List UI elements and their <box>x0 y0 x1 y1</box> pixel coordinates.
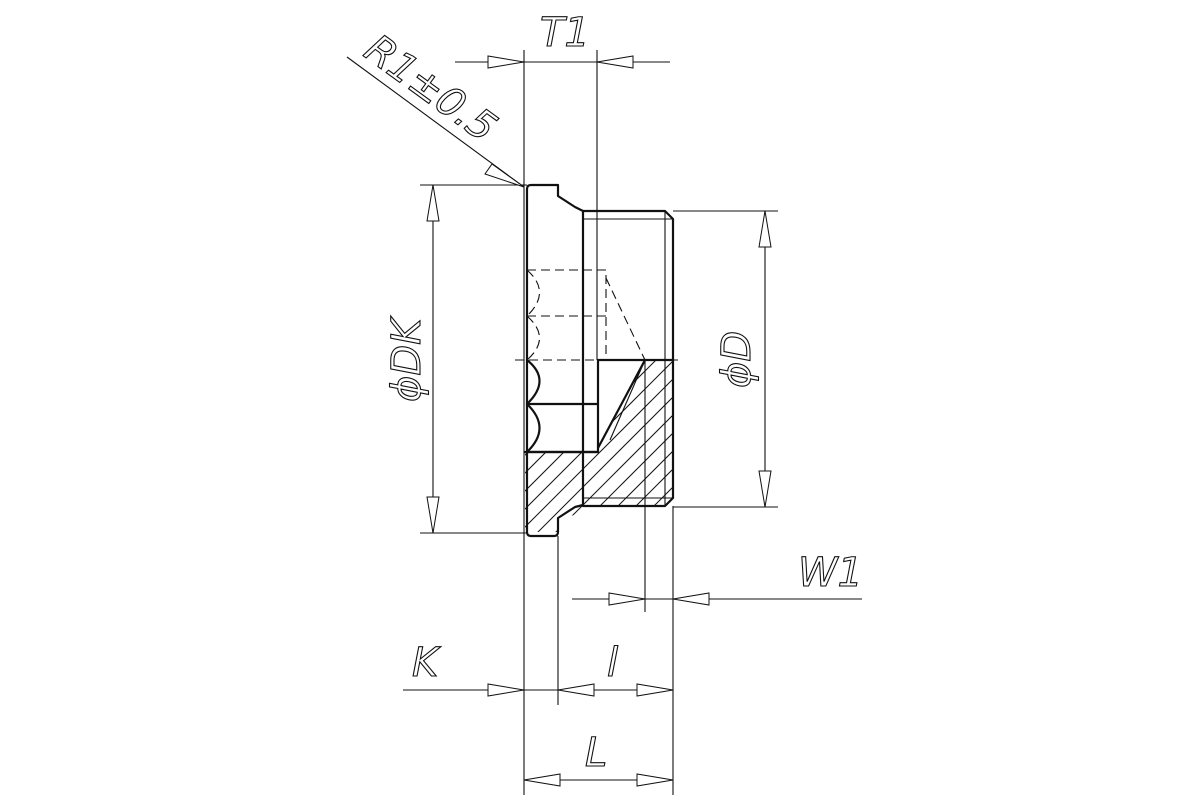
extension-lines <box>420 50 778 795</box>
head-flange <box>525 183 585 538</box>
part-outline <box>525 183 675 538</box>
dimension-lines <box>346 55 862 787</box>
hatch-line <box>525 360 639 532</box>
hatch-line <box>547 360 672 532</box>
threaded-body <box>581 209 675 508</box>
label-dk: ϕDK <box>384 316 430 402</box>
label-t1: T1 <box>540 10 590 56</box>
hatch-line <box>746 360 926 540</box>
label-d: ϕD <box>714 331 760 388</box>
socket-flat <box>525 402 600 454</box>
socket-arc-lower <box>525 358 541 454</box>
label-l-total: L <box>585 730 607 776</box>
socket-recess <box>525 211 647 454</box>
socket-hidden-upper <box>526 269 646 361</box>
label-w1: W1 <box>798 550 863 596</box>
label-k: K <box>412 640 441 686</box>
hatch-line <box>529 360 672 532</box>
hatch-line <box>525 360 672 532</box>
section-hatch <box>525 360 926 540</box>
label-radius: R1±0.5 <box>356 26 505 152</box>
hatch-line <box>525 360 531 532</box>
socket-drill-point <box>609 359 646 441</box>
hatch-line <box>674 360 854 540</box>
label-l-small: l <box>607 640 618 686</box>
